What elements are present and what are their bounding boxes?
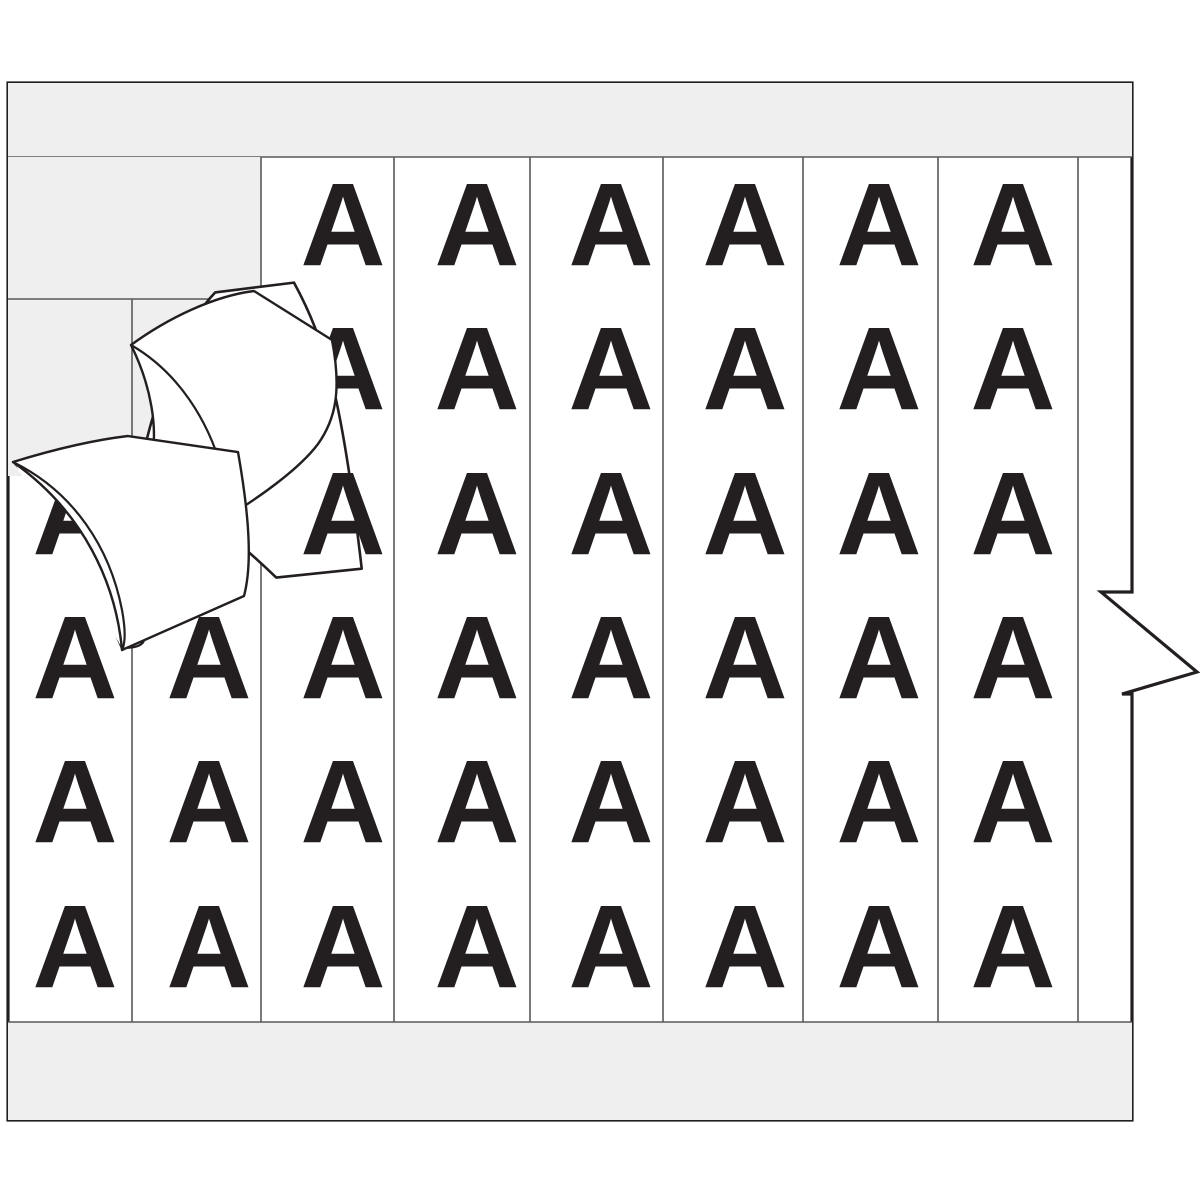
top-margin-strip <box>8 83 1132 157</box>
bottom-margin-strip <box>8 1022 1132 1120</box>
